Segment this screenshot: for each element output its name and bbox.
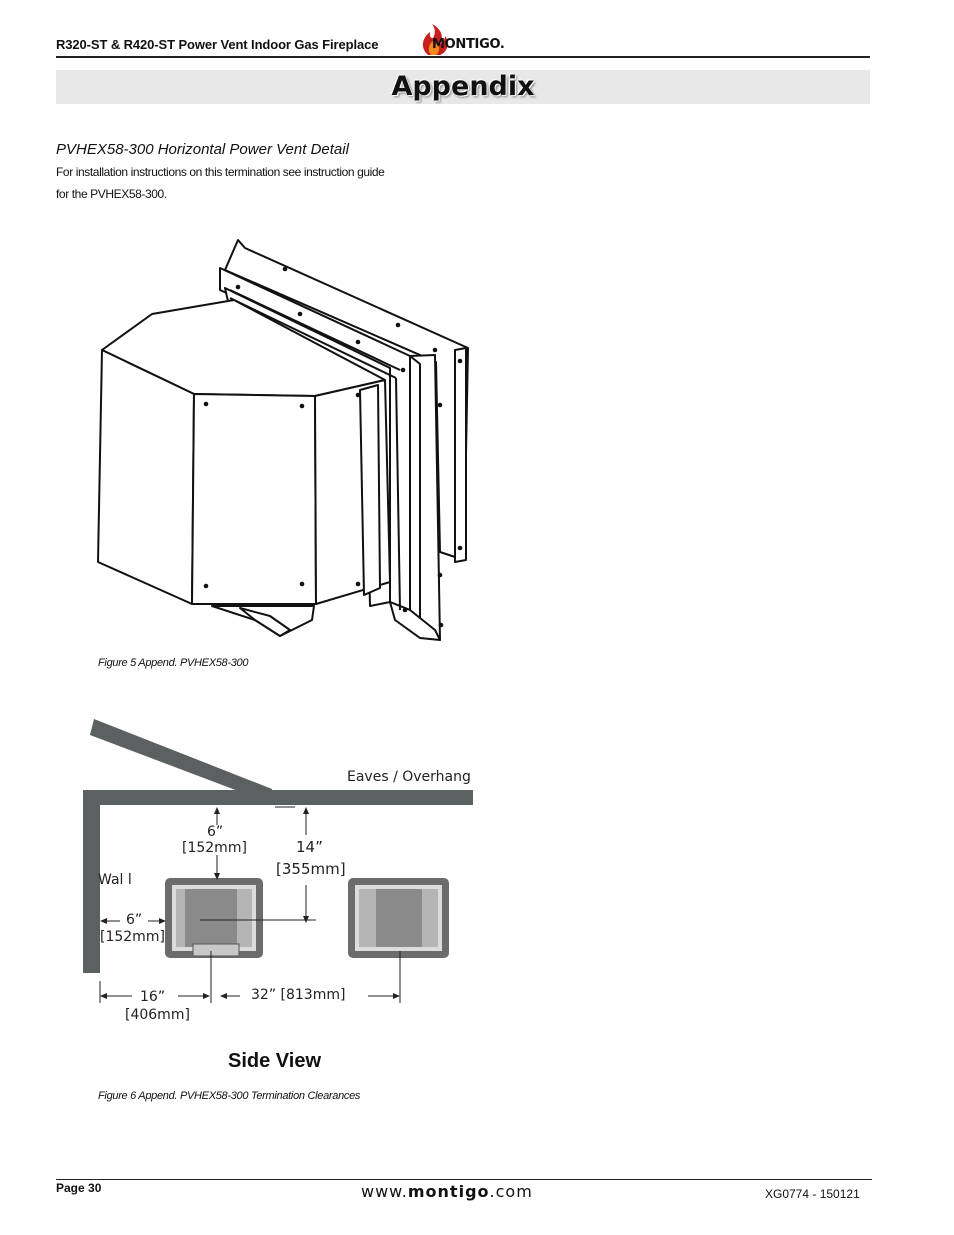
top-clearance-inches: 6” [207, 824, 224, 840]
page-number: Page 30 [56, 1181, 102, 1195]
eaves-label: Eaves / Overhang [347, 769, 471, 785]
section-title: Appendix [391, 71, 535, 102]
vent-clearance-inches: 14” [296, 838, 323, 856]
document-title: R320-ST & R420-ST Power Vent Indoor Gas … [56, 37, 379, 52]
instructions-text: For installation instructions on this te… [56, 161, 456, 205]
wall-clearance-inches: 6” [126, 912, 143, 928]
wall-clearance-mm: [152mm] [100, 929, 165, 945]
website-brand: montigo [407, 1182, 490, 1201]
center-wall-inches: 16” [140, 989, 166, 1005]
roof-slope [90, 719, 272, 803]
header-rule [56, 56, 870, 58]
website-suffix: .com [489, 1182, 533, 1201]
section-title-bar: Appendix [56, 70, 870, 104]
wall-label: Wal l [98, 872, 132, 888]
dimension-lines [99, 806, 401, 1003]
wall [83, 790, 100, 973]
instructions-line-2: for the PVHEX58-300. [56, 187, 167, 201]
vent-spacing: 32” [813mm] [251, 987, 346, 1003]
mounting-plate [224, 239, 469, 561]
website-url[interactable]: www.montigo.com [361, 1182, 533, 1201]
top-clearance-mm: [152mm] [182, 840, 247, 856]
website-prefix: www. [361, 1182, 408, 1201]
vent-termination-drawing [97, 239, 469, 641]
hood-left-face [97, 349, 195, 605]
footer-rule [56, 1179, 872, 1180]
montigo-logo: MONTIGO. [418, 24, 514, 56]
vent-right [348, 878, 449, 958]
vent-clearance-mm: [355mm] [276, 860, 346, 878]
figure-5-caption: Figure 5 Append. PVHEX58-300 [98, 657, 249, 669]
document-code: XG0774 - 150121 [765, 1187, 860, 1201]
screw-dots [203, 266, 463, 628]
vent-left [165, 878, 263, 958]
eaves-overhang [83, 790, 473, 805]
flame-icon [422, 24, 448, 55]
figure-6-caption: Figure 6 Append. PVHEX58-300 Termination… [98, 1090, 361, 1102]
logo-wordmark: MONTIGO. [432, 37, 505, 52]
subsection-heading: PVHEX58-300 Horizontal Power Vent Detail [56, 141, 349, 158]
instructions-line-1: For installation instructions on this te… [56, 165, 385, 179]
center-wall-mm: [406mm] [125, 1007, 190, 1023]
hood-front-face [191, 393, 317, 605]
side-view-label: Side View [228, 1050, 322, 1072]
clearances-diagram [83, 719, 473, 1003]
